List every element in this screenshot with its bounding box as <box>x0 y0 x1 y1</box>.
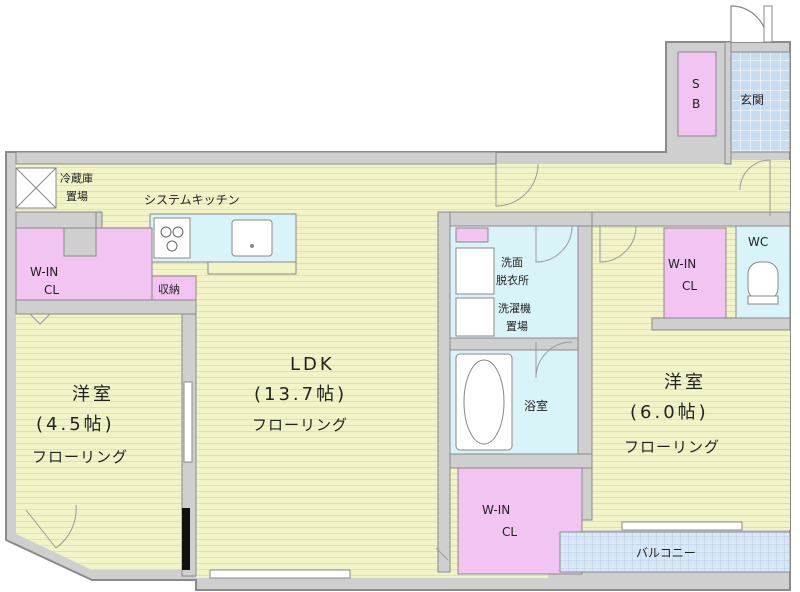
shoe-box <box>677 51 717 137</box>
western-b-name: 洋室 <box>664 372 706 393</box>
washer-space <box>455 297 495 337</box>
washroom-label-1: 洗面 <box>501 256 523 269</box>
ldk-size: (13.7帖) <box>254 384 347 405</box>
closet-bottom-label-2: CL <box>502 525 517 539</box>
western-a-name: 洋室 <box>72 384 114 405</box>
kitchen-counter <box>149 213 297 275</box>
storage-closet <box>151 275 197 301</box>
shoe-box-label-2: B <box>692 97 700 111</box>
closet-right-label-1: W-IN <box>668 257 696 271</box>
washer-label-1: 洗濯機 <box>498 301 531 315</box>
kitchen-label: システムキッチン <box>144 193 240 207</box>
fridge-label-1: 冷蔵庫 <box>60 171 93 185</box>
closet-left-label-1: W-IN <box>30 265 58 279</box>
ldk-floor: フローリング <box>252 416 348 434</box>
entry-door <box>730 5 768 43</box>
storage-label: 収納 <box>158 283 180 296</box>
western-a-floor: フローリング <box>32 448 128 466</box>
shoe-box-label-1: S <box>692 77 700 91</box>
balcony-label: バルコニー <box>636 546 696 560</box>
closet-bottom-label-1: W-IN <box>482 503 510 517</box>
closet-right-label-2: CL <box>682 279 697 293</box>
closet-right <box>663 227 727 319</box>
bathroom-label: 浴室 <box>524 398 548 413</box>
western-b-floor: フローリング <box>624 438 720 456</box>
western-b-size: (6.0帖) <box>630 402 709 423</box>
fridge-label-2: 置場 <box>66 190 88 203</box>
fridge-space <box>15 167 57 209</box>
windows <box>183 381 743 579</box>
closet-left-label-2: CL <box>44 283 59 297</box>
entrance-tile <box>730 51 791 153</box>
toilet-label: WC <box>748 235 768 249</box>
washbasin <box>455 247 495 295</box>
balcony <box>559 531 791 573</box>
bathtub <box>455 353 513 451</box>
western-a-size: (4.5帖) <box>36 414 115 435</box>
washroom-label-2: 脱衣所 <box>496 273 529 287</box>
entrance-label: 玄関 <box>740 92 764 107</box>
washer-label-2: 置場 <box>506 320 528 333</box>
ldk-name: LDK <box>290 354 335 375</box>
door-swings <box>25 159 771 561</box>
